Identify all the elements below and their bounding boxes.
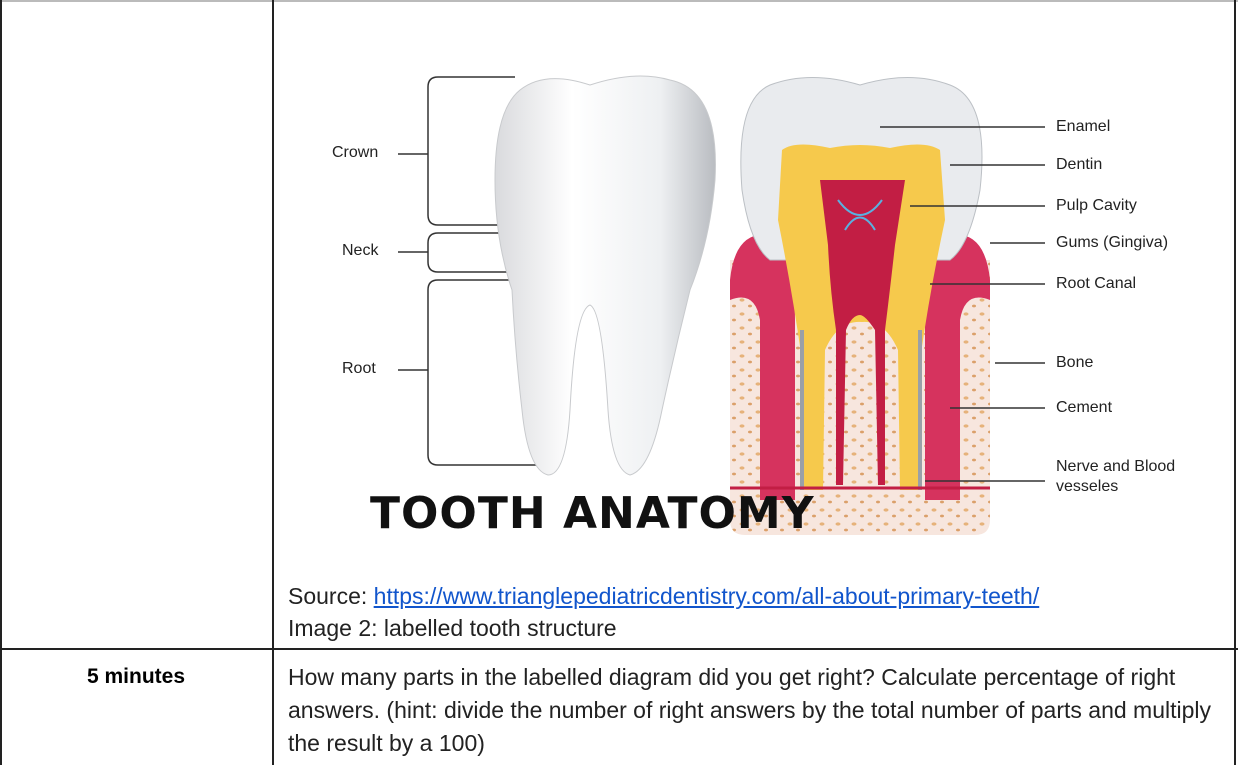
label-nerve-line1: Nerve and Blood [1056,458,1175,476]
label-cement: Cement [1056,399,1112,417]
source-link[interactable]: https://www.trianglepediatricdentistry.c… [374,583,1040,609]
table-left-border [0,0,2,765]
table-row-divider [0,648,1238,650]
source-prefix: Source: [288,583,374,609]
table-right-border [1234,0,1236,765]
label-crown: Crown [332,144,378,162]
label-dentin: Dentin [1056,156,1102,174]
label-root: Root [342,360,376,378]
source-line: Source: https://www.trianglepediatricden… [288,580,1228,612]
figure-caption: Source: https://www.trianglepediatricden… [288,580,1228,644]
table-top-border [0,0,1238,2]
duration-cell: 5 minutes [0,665,272,689]
label-enamel: Enamel [1056,118,1110,136]
figure-title: TOOTH ANATOMY [370,488,815,539]
label-root-canal: Root Canal [1056,275,1136,293]
label-neck: Neck [342,242,378,260]
label-bone: Bone [1056,354,1093,372]
label-gums: Gums (Gingiva) [1056,234,1168,252]
table-column-divider [272,0,274,765]
whole-tooth-shape [495,76,715,475]
label-nerve-line2: vesseles [1056,478,1118,496]
question-text: How many parts in the labelled diagram d… [288,661,1228,760]
tooth-anatomy-figure: Crown Neck Root Enamel Dentin Pulp Cavit… [290,30,1220,570]
image-label: Image 2: labelled tooth structure [288,612,1228,644]
label-pulp-cavity: Pulp Cavity [1056,197,1137,215]
